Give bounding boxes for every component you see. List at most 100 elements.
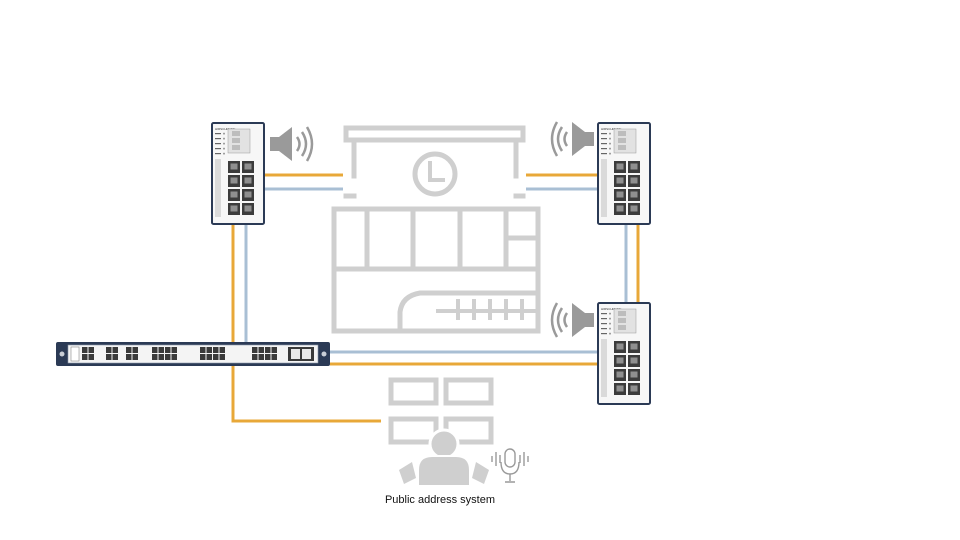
port-socket — [630, 191, 638, 198]
side-label — [601, 339, 607, 397]
status-led — [609, 312, 611, 315]
operator-icon — [399, 428, 489, 487]
port-socket — [630, 357, 638, 364]
rack-port — [213, 347, 219, 353]
rack-port — [171, 347, 177, 353]
led-label — [601, 333, 607, 335]
rack-port — [171, 354, 177, 360]
led-label — [601, 313, 607, 315]
public-address-label: Public address system — [384, 494, 496, 506]
fiber-cable — [231, 366, 381, 423]
rack-port — [219, 354, 225, 360]
microphone-icon — [491, 448, 529, 483]
ethernet-switch-icon: HIRSCHMANN — [211, 122, 265, 225]
switch-brand-label: HIRSCHMANN — [601, 307, 621, 311]
led-label — [215, 133, 221, 135]
rack-port — [200, 347, 206, 353]
terminal-screw — [618, 131, 626, 136]
led-label — [601, 138, 607, 140]
port-socket — [244, 177, 252, 184]
terminal-screw — [232, 138, 240, 143]
port-socket — [616, 191, 624, 198]
rack-port — [200, 354, 206, 360]
terminal-screw — [618, 325, 626, 330]
rack-port — [158, 354, 164, 360]
terminal-screw — [232, 131, 240, 136]
status-led — [609, 332, 611, 335]
rack-port — [158, 347, 164, 353]
ethernet-switch-icon: HIRSCHMANN — [597, 302, 651, 405]
led-label — [601, 318, 607, 320]
speaker-icon — [270, 126, 314, 162]
port-socket — [616, 357, 624, 364]
status-led — [223, 142, 225, 145]
monitor-wall-icon — [388, 377, 494, 445]
rack-port — [126, 347, 132, 353]
rack-port — [219, 347, 225, 353]
cables — [231, 173, 640, 423]
port-socket — [230, 163, 238, 170]
port-socket — [616, 205, 624, 212]
rack-port — [132, 354, 138, 360]
rack-port — [213, 354, 219, 360]
terminal-screw — [618, 318, 626, 323]
rack-port — [106, 347, 112, 353]
station-building-icon — [331, 125, 541, 334]
status-led — [609, 327, 611, 330]
port-socket — [244, 205, 252, 212]
rack-port — [152, 347, 158, 353]
port-socket — [630, 385, 638, 392]
terminal-screw — [618, 138, 626, 143]
status-led — [223, 152, 225, 155]
terminal-screw — [618, 145, 626, 150]
rack-port — [152, 354, 158, 360]
led-label — [215, 148, 221, 150]
rack-port — [271, 347, 277, 353]
rack-port — [165, 354, 171, 360]
led-label — [215, 138, 221, 140]
rack-port — [252, 347, 258, 353]
status-led — [609, 142, 611, 145]
rack-port — [206, 347, 212, 353]
switch-brand-label: HIRSCHMANN — [215, 127, 235, 131]
rack-port — [82, 354, 88, 360]
port-socket — [630, 177, 638, 184]
rack-port — [132, 347, 138, 353]
rack-port — [112, 354, 118, 360]
rack-port — [88, 347, 94, 353]
status-led — [609, 322, 611, 325]
led-label — [601, 153, 607, 155]
clock-icon — [412, 151, 458, 197]
rack-port — [258, 347, 264, 353]
rack-port — [106, 354, 112, 360]
status-led — [609, 147, 611, 150]
port-socket — [616, 371, 624, 378]
status-led — [223, 147, 225, 150]
side-label — [215, 159, 221, 217]
status-led — [609, 137, 611, 140]
led-label — [601, 143, 607, 145]
rack-port — [165, 347, 171, 353]
rack-port — [265, 354, 271, 360]
status-led — [223, 137, 225, 140]
port-socket — [616, 385, 624, 392]
speaker-icon — [550, 302, 594, 338]
port-socket — [630, 163, 638, 170]
port-socket — [230, 205, 238, 212]
rack-port — [271, 354, 277, 360]
port-socket — [616, 163, 624, 170]
rack-port — [258, 354, 264, 360]
speaker-icon — [550, 121, 594, 157]
side-label — [601, 159, 607, 217]
status-led — [609, 152, 611, 155]
led-label — [215, 143, 221, 145]
rack-port — [126, 354, 132, 360]
status-led — [223, 132, 225, 135]
led-label — [601, 328, 607, 330]
ethernet-switch-icon: HIRSCHMANN — [597, 122, 651, 225]
rack-port — [88, 354, 94, 360]
rack-port — [112, 347, 118, 353]
rack-port — [265, 347, 271, 353]
led-label — [601, 133, 607, 135]
terminal-screw — [232, 145, 240, 150]
